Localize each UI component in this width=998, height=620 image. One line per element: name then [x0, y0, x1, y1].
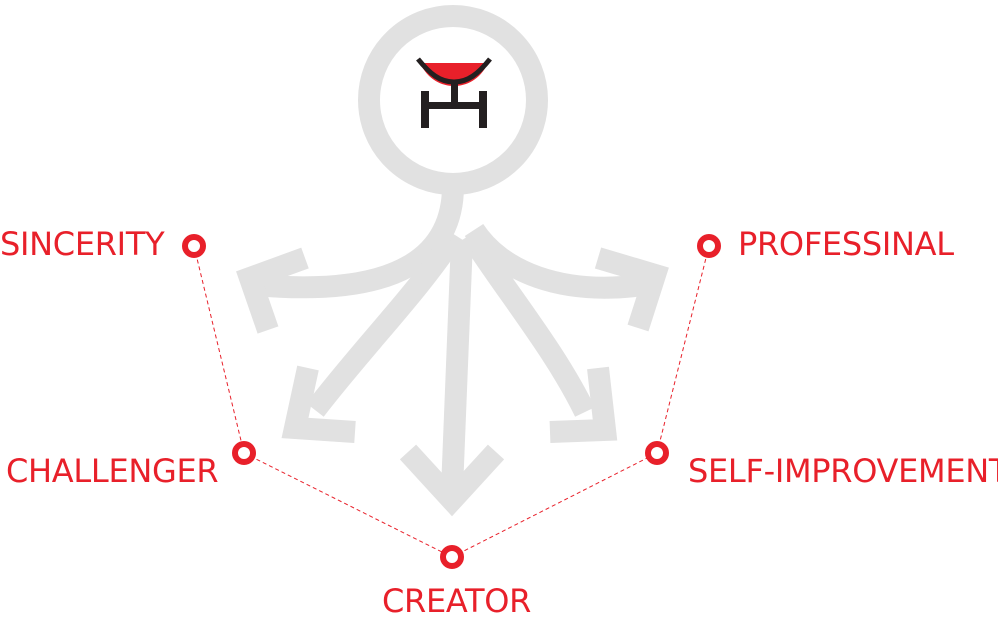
- node-creator: [440, 545, 464, 569]
- connector-creator-self-improvement: [451, 452, 658, 558]
- brand-logo-icon: [416, 57, 492, 128]
- label-self-improvement: SELF-IMPROVEMENT: [688, 452, 998, 490]
- arrow-shaft-creator: [441, 239, 473, 491]
- node-sincerity: [182, 234, 206, 258]
- arrow-shaft-sincerity: [254, 185, 464, 299]
- node-challenger: [232, 441, 256, 465]
- node-professinal: [697, 234, 721, 258]
- arrow-head-sincerity: [236, 247, 309, 334]
- arrow-head-challenger: [281, 365, 356, 443]
- arrow-head-professinal: [594, 247, 669, 332]
- label-professinal: PROFESSINAL: [738, 225, 954, 263]
- arrow-shaft-self-improvement: [460, 229, 595, 417]
- connector-sincerity-challenger: [193, 245, 245, 454]
- connector-self-improvement-professinal: [656, 245, 710, 454]
- label-sincerity: SINCERITY: [0, 225, 165, 263]
- arrow-shaft-challenger: [306, 229, 465, 417]
- arrow-head-creator: [399, 444, 505, 517]
- connector-challenger-creator: [243, 452, 453, 558]
- node-self-improvement: [645, 441, 669, 465]
- arrow-head-self-improvement: [549, 366, 618, 443]
- head-circle: [358, 5, 548, 195]
- label-creator: CREATOR: [382, 582, 532, 620]
- label-challenger: CHALLENGER: [6, 452, 219, 490]
